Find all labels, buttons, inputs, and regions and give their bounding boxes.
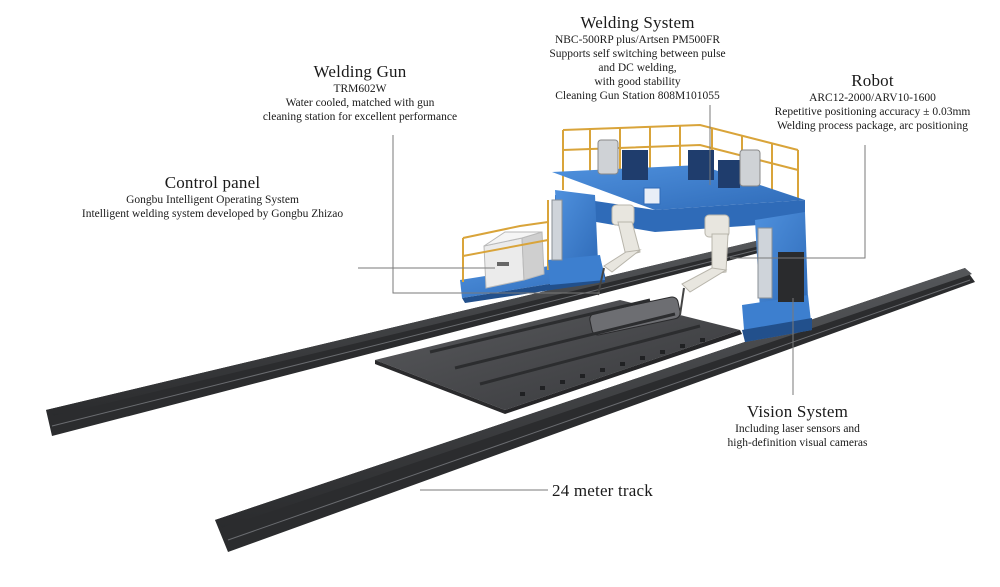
rail-back — [46, 240, 770, 436]
callout-control-panel: Control panel Gongbu Intelligent Operati… — [40, 173, 385, 221]
robot-line-3: Welding process package, arc positioning — [776, 120, 968, 132]
callout-welding-system: Welding System NBC-500RP plus/Artsen PM5… — [520, 13, 755, 103]
welding-system-line-3: and DC welding, — [598, 62, 677, 74]
welding-system-line-5: Cleaning Gun Station 808M101055 — [555, 90, 720, 102]
leader-welding-gun — [392, 135, 600, 294]
welding-system-title: Welding System — [580, 13, 695, 32]
robot-line-1: ARC12-2000/ARV10-1600 — [809, 92, 936, 104]
welding-gun-line-3: cleaning station for excellent performan… — [262, 111, 458, 123]
vision-system-line-1: Including laser sensors and — [735, 423, 860, 435]
rail-front — [215, 268, 975, 552]
robot-title: Robot — [851, 71, 894, 90]
gantry-left-leg — [548, 190, 605, 285]
vision-system-title: Vision System — [746, 402, 849, 421]
control-panel-title: Control panel — [164, 173, 261, 192]
welding-system-line-4: with good stability — [594, 76, 681, 88]
leader-lines — [358, 105, 866, 491]
control-panel-line-2: Intelligent welding system developed by … — [81, 208, 344, 220]
leader-robot — [730, 145, 866, 259]
callout-vision-system: Vision System Including laser sensors an… — [695, 402, 900, 450]
robot-line-2: Repetitive positioning accuracy ± 0.03mm — [774, 106, 971, 118]
callout-welding-gun: Welding Gun TRM602W Water cooled, matche… — [230, 62, 490, 124]
welding-gun-line-2: Water cooled, matched with gun — [285, 97, 435, 109]
vision-system-line-2: high-definition visual cameras — [727, 437, 868, 449]
track-title: 24 meter track — [552, 481, 653, 500]
welding-gun-line-1: TRM602W — [333, 83, 387, 95]
robot-arm-right — [679, 214, 730, 316]
callout-robot: Robot ARC12-2000/ARV10-1600 Repetitive p… — [745, 71, 1000, 133]
welding-system-line-2: Supports self switching between pulse — [549, 48, 726, 60]
welding-system-line-1: NBC-500RP plus/Artsen PM500FR — [554, 34, 721, 46]
robot-arm-left — [597, 204, 642, 296]
gantry-right-leg — [742, 212, 812, 342]
workpiece-plate — [375, 296, 742, 414]
welding-gun-title: Welding Gun — [313, 62, 407, 81]
control-panel-line-1: Gongbu Intelligent Operating System — [126, 194, 299, 206]
callout-track: 24 meter track — [552, 481, 682, 501]
